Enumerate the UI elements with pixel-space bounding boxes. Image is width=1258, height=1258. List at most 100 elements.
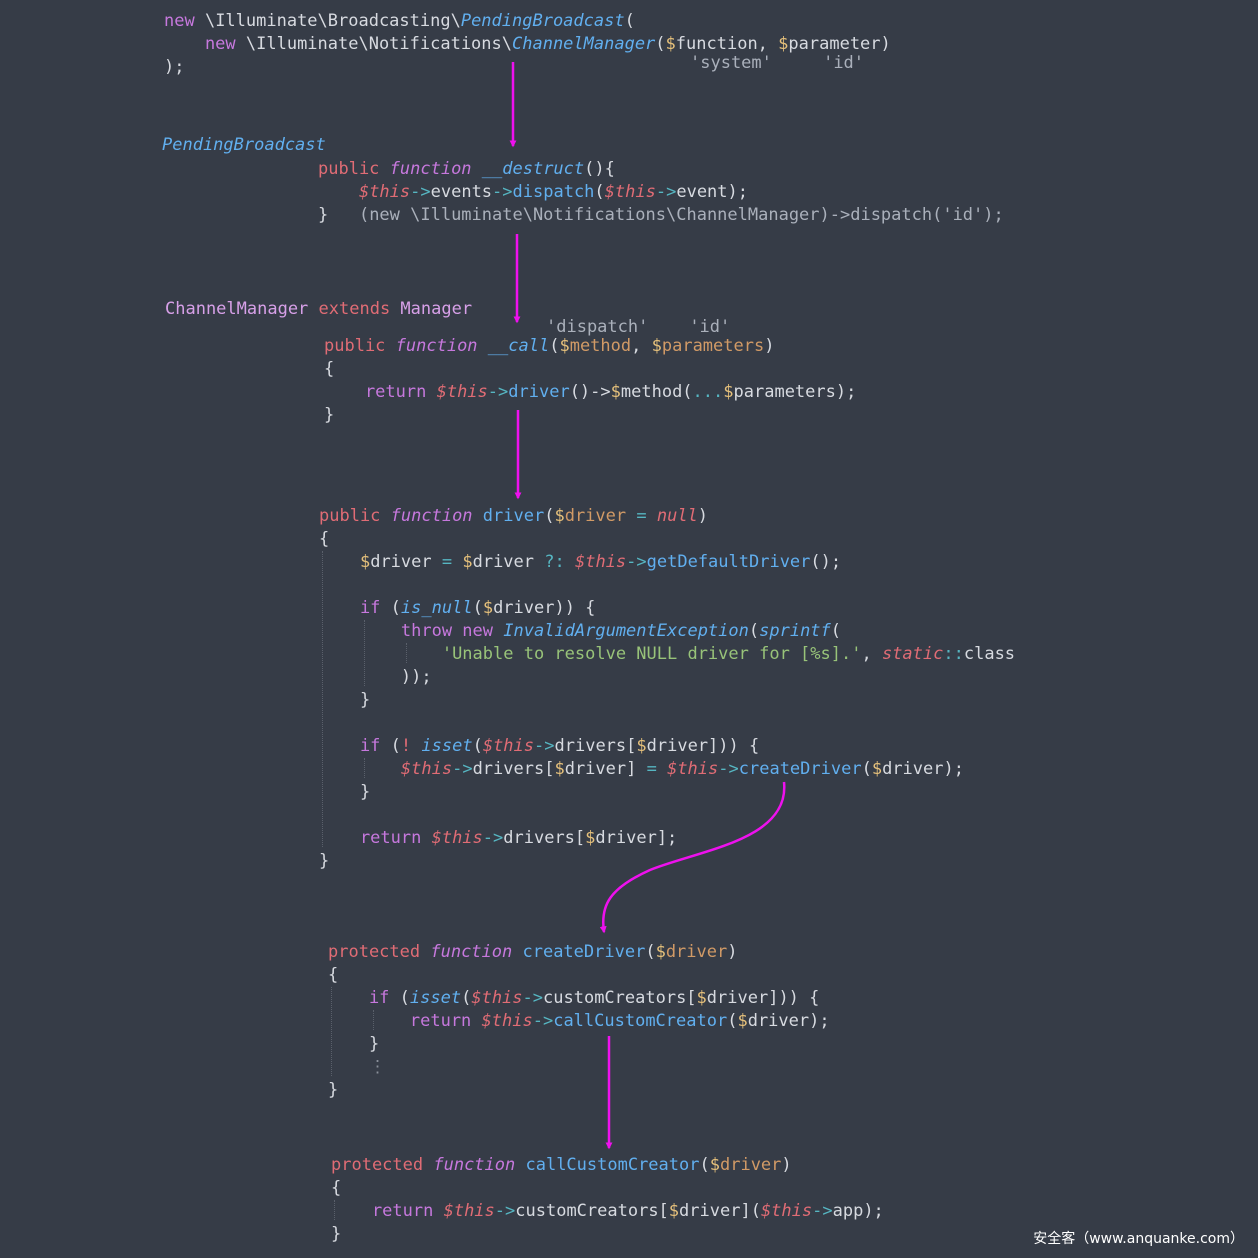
code-token: $this [604,182,656,202]
code-token: method [569,336,632,356]
code-token: public [319,506,391,526]
code-token: $this [400,759,453,779]
code-token: new [164,34,246,54]
code-token: return [319,828,432,848]
code-line: } [331,1223,341,1246]
indent-guide [322,551,323,847]
code-token: ( [594,182,605,202]
code-token: \Illuminate\Broadcasting\ [204,11,461,31]
code-token: ( [624,11,635,31]
code-token: $ [655,942,666,962]
code-token: } [319,782,371,802]
code-token: function, [675,34,779,54]
code-line: } [319,781,370,804]
code-token: ... [692,382,724,402]
code-token: 'dispatch' [546,317,649,337]
code-token: ); [164,57,185,77]
code-token: 'id' [689,317,731,337]
code-line: if (is_null($driver)) { [319,597,595,620]
code-token: callCustomCreator [553,1011,728,1031]
code-token: isset [421,736,473,756]
code-token: static [881,644,944,664]
code-token: ( [645,942,656,962]
code-token: $ [709,1155,720,1175]
code-line: $this->drivers[$driver] = $this->createD… [319,758,964,781]
code-line: } (new \Illuminate\Notifications\Channel… [318,204,1004,227]
code-token: { [324,359,335,379]
code-token: parameters [661,336,765,356]
code-line: public function driver($driver = null) [319,505,708,528]
code-line: } [319,850,329,873]
code-token: protected [328,942,431,962]
code-token: driver [472,552,545,572]
code-token: extends [318,299,401,319]
code-line: )); [319,666,432,689]
code-token: } [328,1034,380,1054]
code-token: createDriver [738,759,862,779]
code-token: $ [651,336,662,356]
code-token: null [656,506,698,526]
code-line: new \Illuminate\Notifications\ChannelMan… [164,33,891,56]
code-token: (new \Illuminate\Notifications\ChannelMa… [358,205,1004,225]
code-token: driver])) { [646,736,760,756]
code-token: driver]; [595,828,678,848]
code-token: { [328,965,339,985]
code-token: __call [487,336,550,356]
code-token: if [328,988,400,1008]
code-token: $this [482,736,535,756]
code-line: throw new InvalidArgumentException(sprin… [319,620,841,643]
indent-guide [406,643,407,663]
code-token: ( [861,759,872,779]
code-token: -> [492,182,513,202]
code-line: protected function callCustomCreator($dr… [331,1154,792,1177]
indent-guide [364,620,365,686]
code-token: ) [727,942,738,962]
code-token: { [319,529,330,549]
code-token: driver])) { [706,988,820,1008]
code-token: class [963,644,1016,664]
indent-guide [364,758,365,778]
code-token: -> [534,736,555,756]
code-token: ( [472,736,483,756]
watermark: 安全客（www.anquanke.com） [1033,1231,1244,1247]
code-token: , [861,644,882,664]
code-token: $ [482,598,494,618]
code-token: ( [748,621,760,641]
code-token: $ [554,759,565,779]
code-token: :: [943,644,964,664]
code-token: PendingBroadcast [162,135,326,155]
code-token: -> [410,182,431,202]
code-line: return $this->driver()->$method(...$para… [324,381,856,404]
code-token: $this [431,828,483,848]
code-token: } [331,1224,342,1244]
code-token: )); [319,667,432,687]
code-token: PendingBroadcast [460,11,625,31]
code-token: function [433,1155,526,1175]
code-line: { [324,358,334,381]
code-token: $ [696,988,707,1008]
code-token: app); [832,1201,884,1221]
code-token: $ [636,736,647,756]
code-token: $ [585,828,596,848]
code-token: customCreators[ [515,1201,669,1221]
code-token: ( [544,506,555,526]
code-token: $ [559,336,570,356]
code-token: ⋮ [328,1057,386,1077]
code-token: driver [564,506,627,526]
code-line: 'system' 'id' [690,52,864,75]
code-token: driver [665,942,728,962]
code-token: $ [737,1011,748,1031]
code-token: drivers[ [503,828,586,848]
code-token: $ [723,382,734,402]
code-token: return [328,1011,482,1031]
code-token: events [430,182,493,202]
code-token: $this [574,552,627,572]
code-token: $ [359,552,371,572]
code-token: } [319,690,371,710]
code-line: ⋮ [328,1056,386,1079]
code-token: , [631,336,652,356]
code-token: 'Unable to resolve NULL driver for [%s].… [441,644,862,664]
code-token: $this [760,1201,813,1221]
code-token: drivers[ [554,736,637,756]
